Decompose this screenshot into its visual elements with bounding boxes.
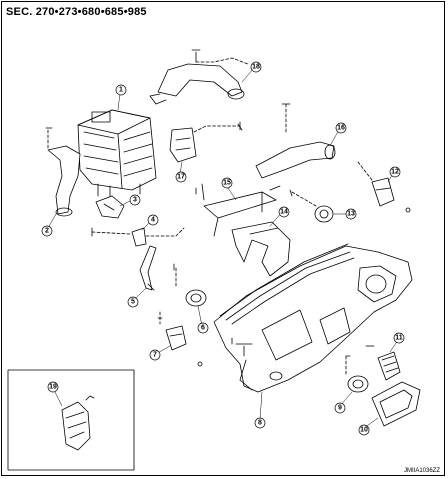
- callout-13: 13: [345, 208, 357, 220]
- part-grille-11: [365, 345, 401, 381]
- part-bracket-12: [357, 161, 411, 213]
- callout-3: 3: [129, 194, 141, 206]
- svg-text:12: 12: [391, 169, 399, 176]
- svg-text:5: 5: [131, 299, 135, 306]
- callout-2: 2: [41, 225, 53, 237]
- callout-1: 1: [115, 84, 127, 96]
- svg-text:10: 10: [360, 427, 368, 434]
- callout-4: 4: [147, 214, 159, 226]
- callout-16: 16: [335, 122, 347, 134]
- part-vent-6: [175, 267, 207, 307]
- part-center-bracket-15: [201, 183, 281, 237]
- callout-6: 6: [197, 322, 209, 334]
- part-right-duct-16: [255, 103, 336, 179]
- callout-11: 11: [393, 332, 405, 344]
- callout-5: 5: [127, 296, 139, 308]
- part-support-14: [231, 221, 291, 277]
- part-bracket-3: [95, 195, 125, 219]
- svg-text:9: 9: [338, 405, 342, 412]
- callout-14: 14: [278, 206, 290, 218]
- callout-12: 12: [389, 166, 401, 178]
- svg-text:16: 16: [337, 125, 345, 132]
- svg-text:17: 17: [177, 174, 185, 181]
- svg-text:6: 6: [201, 325, 205, 332]
- callout-9: 9: [334, 402, 346, 414]
- part-bracket-7: [159, 311, 203, 367]
- part-upper-duct: [149, 49, 249, 105]
- part-vent-13: [291, 191, 334, 223]
- callout-10: 10: [358, 424, 370, 436]
- svg-text:19: 19: [49, 384, 57, 391]
- part-clip-4: [131, 227, 185, 247]
- svg-text:2: 2: [45, 228, 49, 235]
- part-inset-bracket-19: [61, 395, 95, 451]
- part-ring-9: [345, 355, 369, 393]
- section-label: SEC. 270•273•680•685•985: [6, 6, 147, 18]
- callout-7: 7: [149, 349, 161, 361]
- screws: [91, 123, 351, 357]
- svg-text:1: 1: [119, 87, 123, 94]
- svg-text:14: 14: [280, 209, 288, 216]
- svg-text:15: 15: [223, 180, 231, 187]
- callout-18: 18: [250, 61, 262, 73]
- callout-17: 17: [175, 171, 187, 183]
- svg-text:8: 8: [258, 420, 262, 427]
- part-hose-5: [91, 231, 157, 291]
- svg-text:3: 3: [133, 197, 137, 204]
- callout-8: 8: [254, 417, 266, 429]
- inset-box: [7, 369, 135, 471]
- part-instrument-panel: [213, 243, 413, 393]
- part-left-duct: [45, 127, 81, 217]
- callout-19: 19: [47, 381, 59, 393]
- svg-text:13: 13: [347, 211, 355, 218]
- callout-15: 15: [221, 177, 233, 189]
- svg-text:7: 7: [153, 352, 157, 359]
- part-heater-unit: [77, 109, 157, 199]
- svg-text:11: 11: [395, 335, 403, 342]
- svg-text:18: 18: [252, 64, 260, 71]
- part-bracket-17: [169, 121, 241, 163]
- svg-text:4: 4: [151, 217, 155, 224]
- part-bezel-10: [371, 381, 421, 427]
- callouts: 1 18 2 3 4 17 5 6 7 15 14 16 12 13 8 9 1…: [41, 61, 405, 436]
- figure-code: JMIIA1036ZZ: [403, 468, 440, 474]
